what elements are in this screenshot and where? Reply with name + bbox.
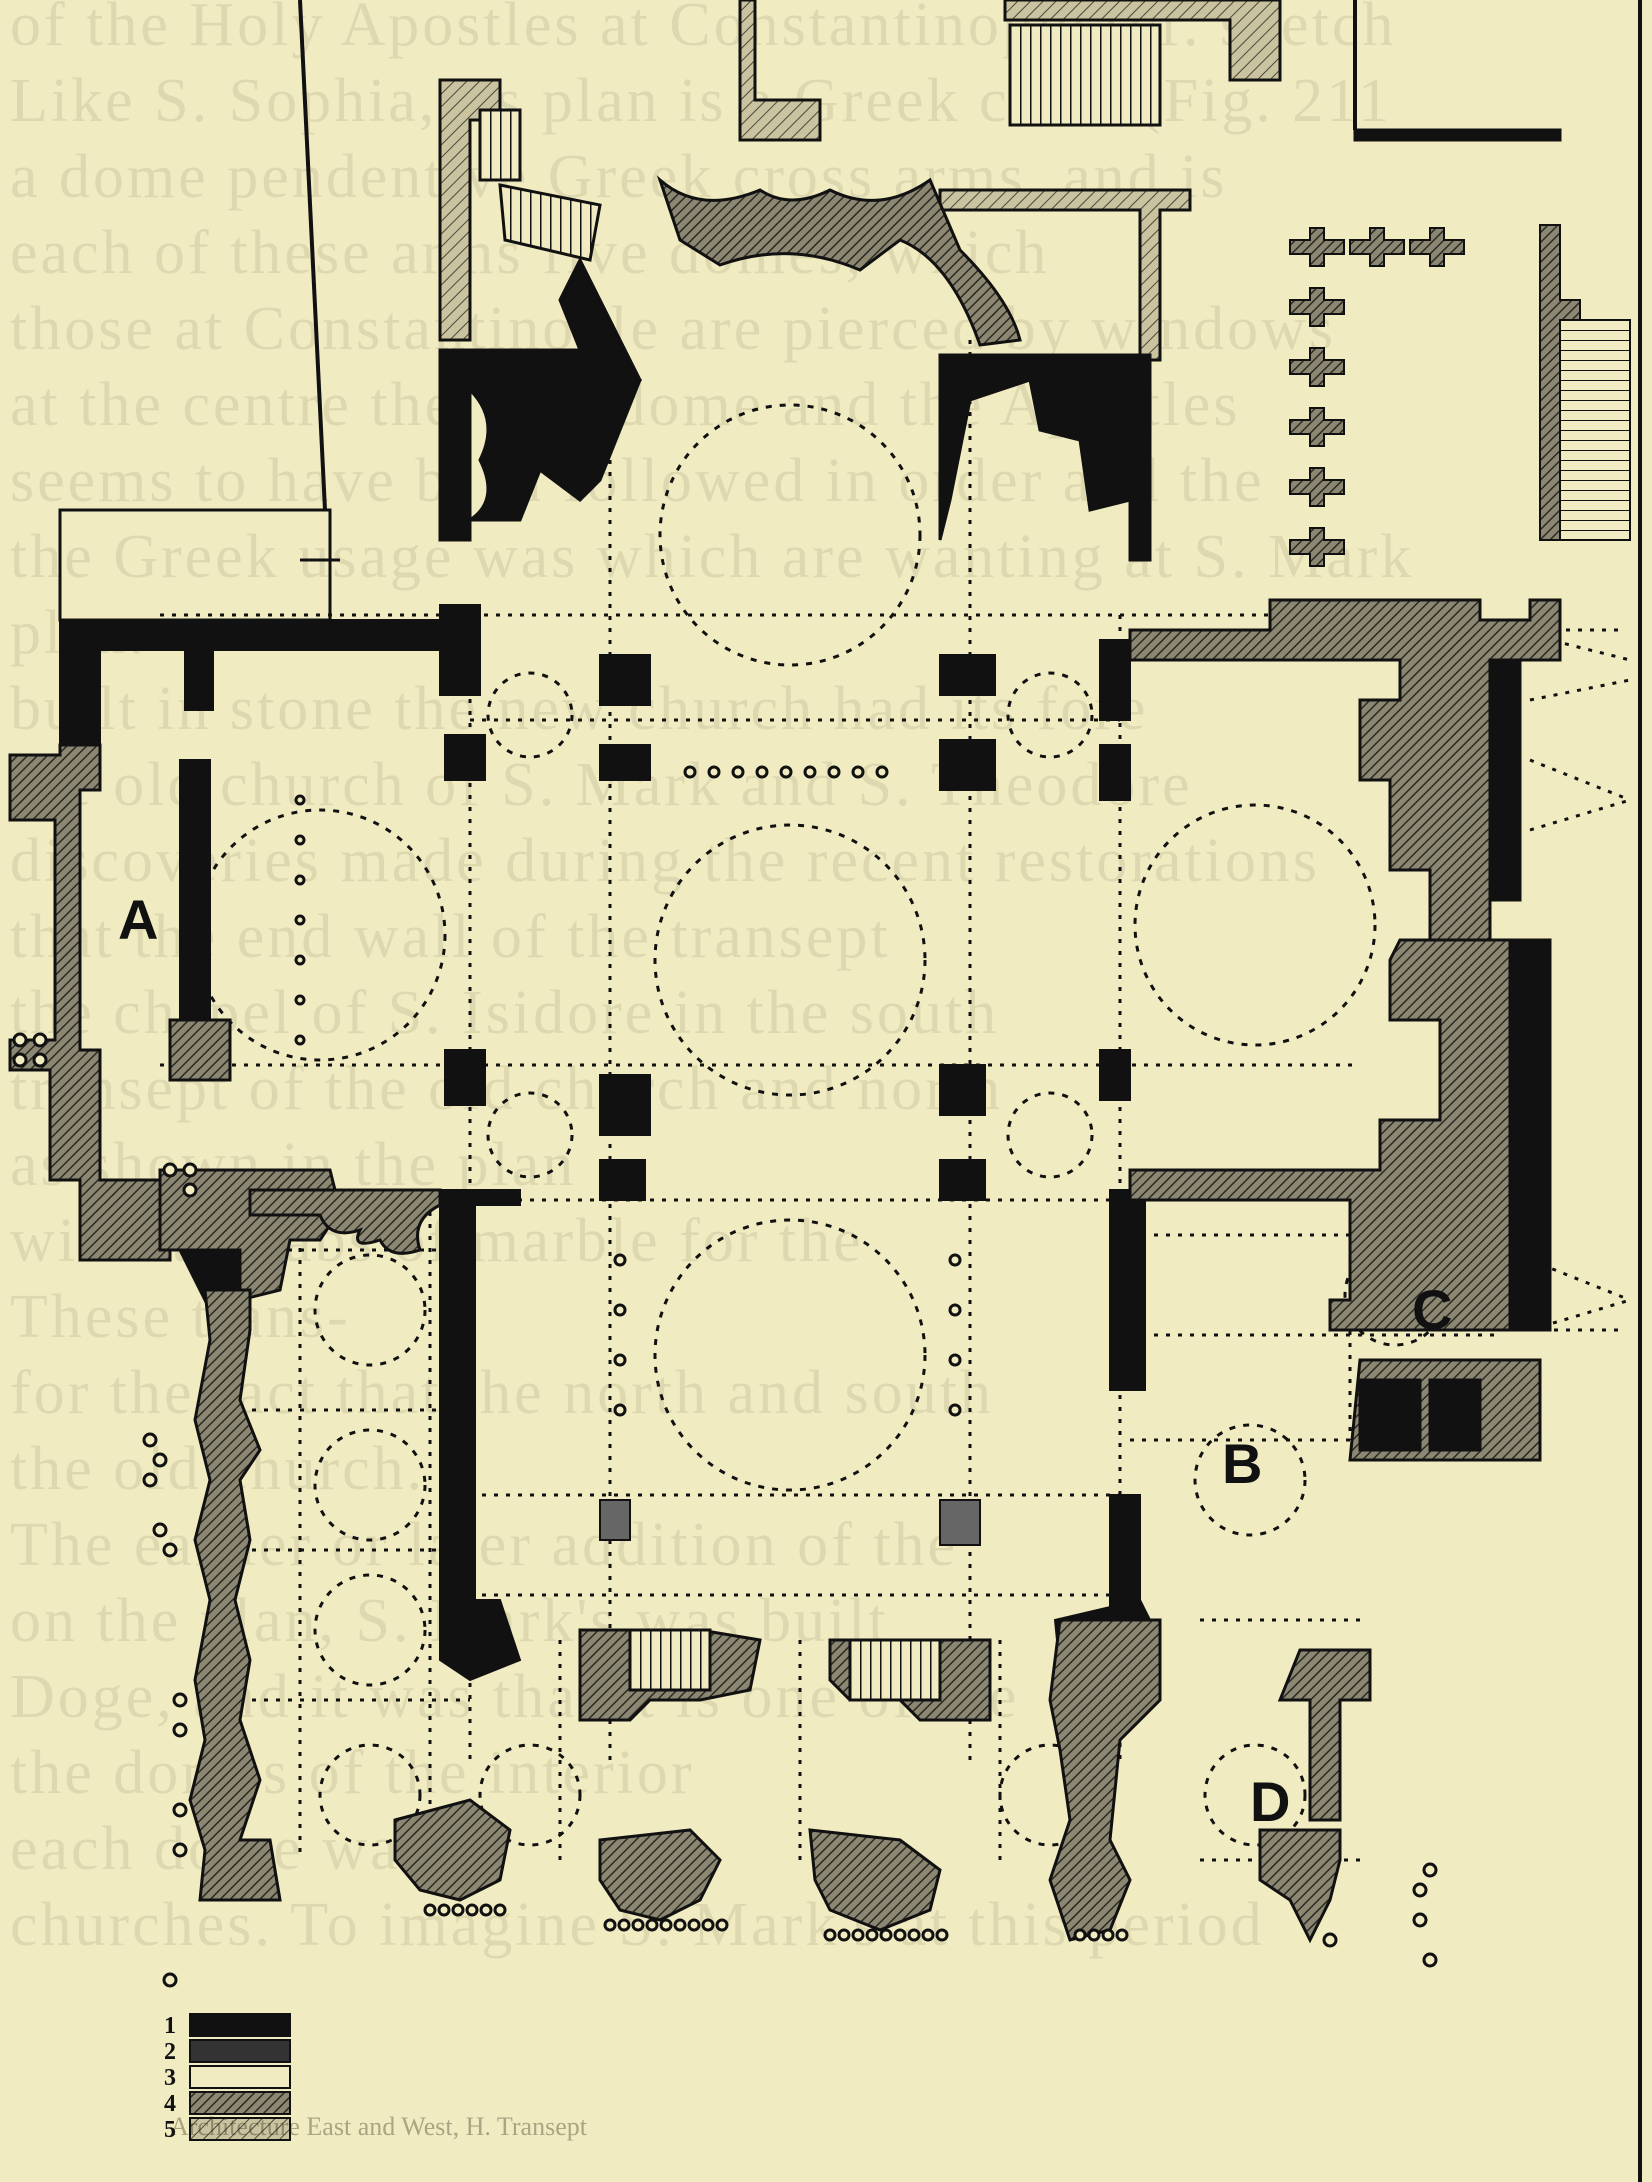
column-dot xyxy=(631,1918,645,1932)
column-dots xyxy=(12,765,1438,1988)
column-dot xyxy=(1073,1928,1087,1942)
column-dot xyxy=(613,1353,627,1367)
column-dot xyxy=(603,1918,617,1932)
column-dot xyxy=(779,765,793,779)
column-dot xyxy=(182,1162,198,1178)
column-dot xyxy=(1115,1928,1129,1942)
column-dot xyxy=(683,765,697,779)
column-dot xyxy=(451,1903,465,1917)
column-dot xyxy=(837,1928,851,1942)
label-a: A xyxy=(118,888,159,951)
column-dot xyxy=(935,1928,949,1942)
column-dot xyxy=(294,994,306,1006)
column-dot xyxy=(142,1472,158,1488)
column-dot xyxy=(479,1903,493,1917)
column-dot xyxy=(162,1162,178,1178)
column-dot xyxy=(613,1403,627,1417)
column-dot xyxy=(294,834,306,846)
column-dot xyxy=(12,1052,28,1068)
column-dot xyxy=(423,1903,437,1917)
column-dot xyxy=(803,765,817,779)
east-transept-walls xyxy=(1128,598,1562,1462)
column-dot xyxy=(907,1928,921,1942)
column-dot xyxy=(617,1918,631,1932)
north-walls-solid xyxy=(59,604,1131,1061)
south-facade xyxy=(393,1618,1372,1944)
column-dot xyxy=(865,1928,879,1942)
column-dot xyxy=(921,1928,935,1942)
column-dot xyxy=(948,1353,962,1367)
label-d: D xyxy=(1250,1770,1291,1833)
column-dot xyxy=(827,765,841,779)
north-upper-walls xyxy=(738,0,1562,362)
column-dot xyxy=(948,1303,962,1317)
column-dot xyxy=(172,1842,188,1858)
column-dot xyxy=(613,1253,627,1267)
column-dot xyxy=(673,1918,687,1932)
column-dot xyxy=(948,1403,962,1417)
key-number-4: 4 xyxy=(164,2091,176,2117)
column-dot xyxy=(948,1253,962,1267)
column-dot xyxy=(32,1052,48,1068)
column-dot xyxy=(172,1802,188,1818)
ne-staircase xyxy=(1559,319,1631,541)
column-dot xyxy=(659,1918,673,1932)
column-dot xyxy=(32,1032,48,1048)
column-dot xyxy=(172,1692,188,1708)
column-dot xyxy=(823,1928,837,1942)
column-dot xyxy=(701,1918,715,1932)
column-dot xyxy=(893,1928,907,1942)
legend-key xyxy=(189,2013,291,2141)
column-dot xyxy=(715,1918,729,1932)
key-number-3: 3 xyxy=(164,2065,176,2091)
column-dot xyxy=(875,765,889,779)
column-dot xyxy=(294,874,306,886)
column-dot xyxy=(1101,1928,1115,1942)
column-dot xyxy=(294,914,306,926)
label-c: C xyxy=(1412,1278,1453,1341)
key-number-5: 5 xyxy=(164,2117,176,2143)
column-dot xyxy=(152,1522,168,1538)
column-dot xyxy=(707,765,721,779)
column-dot xyxy=(493,1903,507,1917)
column-dot xyxy=(142,1432,158,1448)
footnote-bleed: Architecture East and West, H. Transept xyxy=(170,2112,587,2141)
column-dot xyxy=(1322,1932,1338,1948)
column-dot xyxy=(879,1928,893,1942)
column-dot xyxy=(294,794,306,806)
west-annex-outline xyxy=(58,0,340,622)
column-dot xyxy=(152,1452,168,1468)
west-aisle-scallops xyxy=(248,1188,442,1255)
ne-crosses xyxy=(1289,224,1581,567)
column-dot xyxy=(172,1722,188,1738)
north-apse xyxy=(438,78,1152,562)
column-dot xyxy=(1412,1882,1428,1898)
column-dot xyxy=(645,1918,659,1932)
column-dot xyxy=(437,1903,451,1917)
column-dot xyxy=(731,765,745,779)
column-dot xyxy=(294,1034,306,1046)
column-dot xyxy=(162,1972,178,1988)
column-dot xyxy=(755,765,769,779)
column-dot xyxy=(851,1928,865,1942)
dotted-grid xyxy=(160,340,1631,1862)
nave-walls xyxy=(439,1049,1162,1682)
column-dot xyxy=(613,1303,627,1317)
key-number-1: 1 xyxy=(164,2013,176,2039)
label-b: B xyxy=(1222,1432,1263,1495)
column-dot xyxy=(294,954,306,966)
column-dot xyxy=(12,1032,28,1048)
column-dot xyxy=(851,765,865,779)
column-dot xyxy=(1412,1912,1428,1928)
column-dot xyxy=(1422,1952,1438,1968)
key-number-2: 2 xyxy=(164,2039,176,2065)
column-dot xyxy=(465,1903,479,1917)
column-dot xyxy=(162,1542,178,1558)
column-dot xyxy=(687,1918,701,1932)
column-dot xyxy=(1087,1928,1101,1942)
column-dot xyxy=(182,1182,198,1198)
column-dot xyxy=(1422,1862,1438,1878)
